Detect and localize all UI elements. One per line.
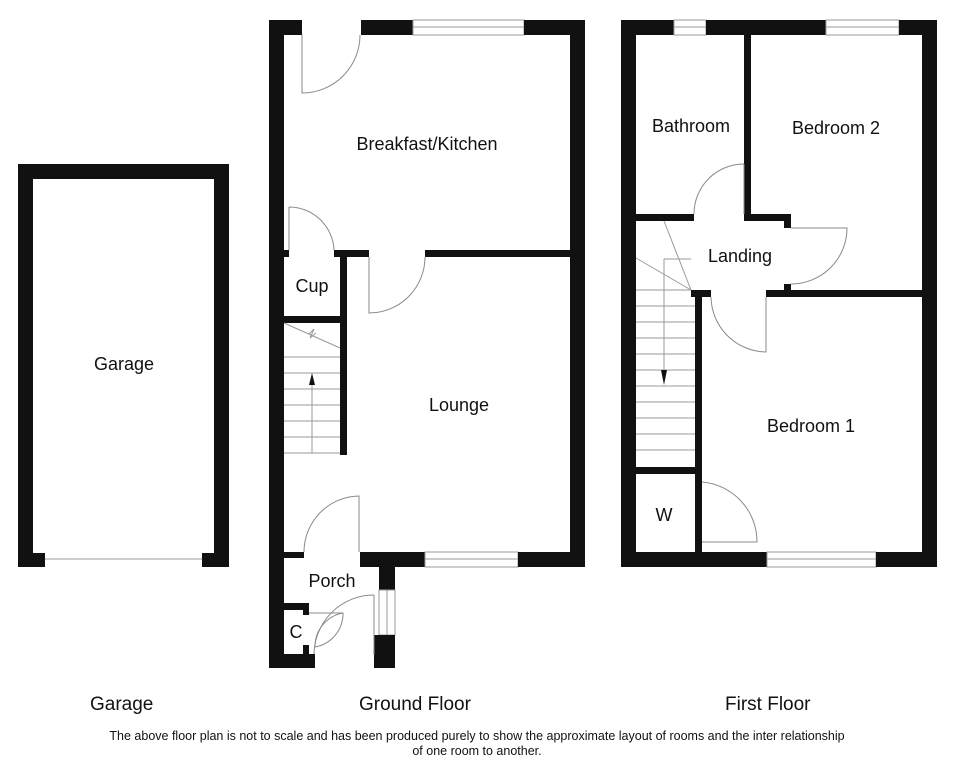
room-label-closet: C — [290, 622, 303, 642]
floor-title-ground-floor: Ground Floor — [359, 694, 471, 715]
room-label-lounge: Lounge — [429, 395, 489, 415]
room-label-bathroom: Bathroom — [652, 116, 730, 136]
room-label-porch: Porch — [308, 571, 355, 591]
room-label-bedroom1: Bedroom 1 — [767, 416, 855, 436]
disclaimer-text: The above floor plan is not to scale and… — [60, 729, 894, 759]
room-label-landing: Landing — [708, 246, 772, 266]
floor-title-garage: Garage — [90, 694, 154, 715]
room-label-bedroom2: Bedroom 2 — [792, 118, 880, 138]
stairs-up-arrow-icon — [309, 373, 315, 385]
floor-title-first-floor: First Floor — [725, 694, 811, 715]
room-label-kitchen: Breakfast/Kitchen — [356, 134, 497, 154]
disclaimer-line-1: The above floor plan is not to scale and… — [109, 729, 845, 743]
stairs-down-arrow-icon — [661, 370, 667, 385]
ground-floor-plan: Breakfast/Kitchen Cup Lounge Porch C — [269, 19, 585, 668]
room-label-wardrobe: W — [656, 505, 673, 525]
room-label-garage: Garage — [94, 354, 154, 374]
room-label-cupboard: Cup — [295, 276, 328, 296]
ground-floor-stairs — [283, 322, 341, 454]
first-floor-plan: Bathroom Bedroom 2 Landing Bedroom 1 W — [621, 19, 937, 568]
first-floor-stairs — [635, 220, 695, 451]
disclaimer-line-2: of one room to another. — [412, 744, 542, 758]
garage-plan: Garage — [18, 164, 229, 567]
